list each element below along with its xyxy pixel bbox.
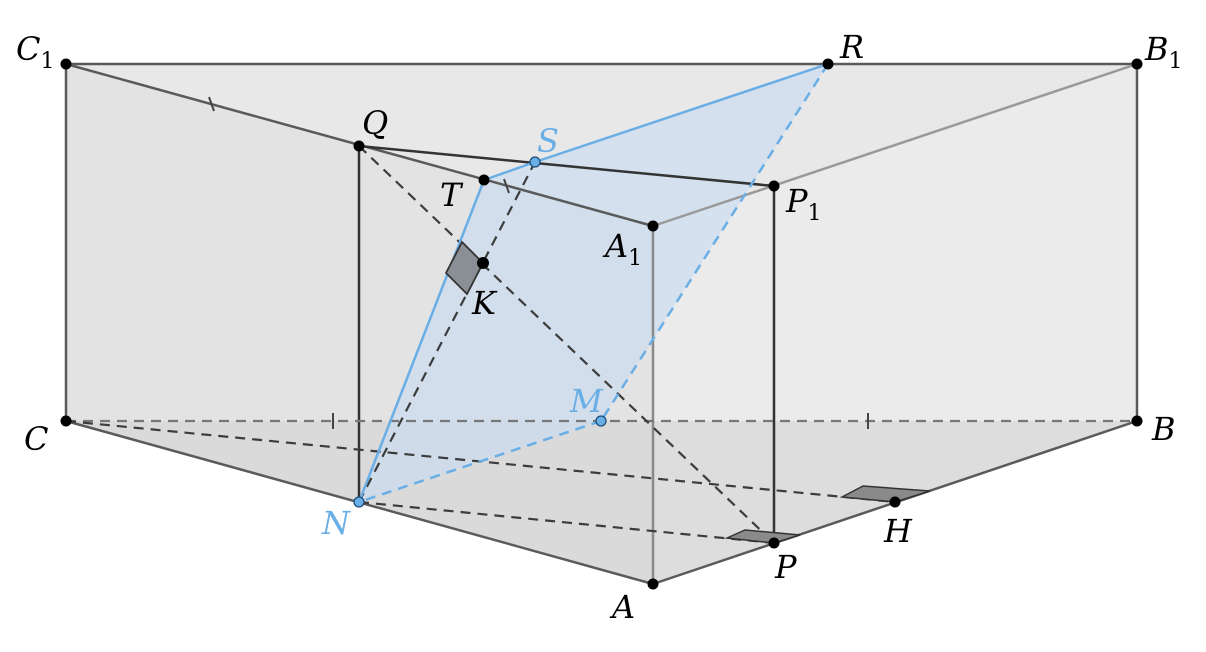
label-B: B <box>1151 410 1176 448</box>
label-P1: P1 <box>785 182 822 226</box>
right-angle-P <box>724 529 801 544</box>
label-Q: Q <box>362 104 388 142</box>
point-A <box>647 578 659 590</box>
point-T <box>478 174 490 186</box>
point-P <box>768 537 780 549</box>
point-B1 <box>1131 58 1143 70</box>
edge-A1-B1 <box>652 62 1138 228</box>
label-C1: C1 <box>16 30 54 74</box>
label-A1: A1 <box>602 227 642 271</box>
plane-edge-R-M <box>599 63 830 422</box>
tick-marks <box>208 96 869 429</box>
label-B1: B1 <box>1144 30 1183 74</box>
label-M: M <box>569 382 604 420</box>
construction-solid <box>357 144 776 543</box>
label-C: C <box>24 420 48 458</box>
plane-edge-S-R <box>534 62 829 164</box>
tick-T-A1 <box>503 178 510 194</box>
segment-N-P <box>358 500 775 545</box>
point-R <box>822 58 834 70</box>
label-K: K <box>471 284 498 322</box>
segment-Q-P <box>358 145 775 544</box>
point-B <box>1131 415 1143 427</box>
point-C <box>60 415 72 427</box>
segment-Q-P1 <box>358 144 775 188</box>
label-R: R <box>839 28 864 66</box>
point-A1 <box>647 220 659 232</box>
plane-edges <box>357 62 829 503</box>
label-A: A <box>609 588 635 626</box>
face-bottom <box>66 421 1137 584</box>
point-P1 <box>768 180 780 192</box>
label-N: N <box>321 504 351 542</box>
plane-edge-N-T <box>357 179 486 503</box>
point-C1 <box>60 58 72 70</box>
section-plane <box>359 64 828 502</box>
label-H: H <box>883 512 913 550</box>
plane-edge-M-N <box>358 419 602 504</box>
point-Q <box>353 140 365 152</box>
right-angle-H <box>839 485 931 503</box>
point-M <box>595 415 607 427</box>
label-P: P <box>774 548 797 586</box>
label-S: S <box>537 122 559 160</box>
plane-edge-T-S <box>483 160 536 182</box>
plane-hidden-edges <box>358 63 830 504</box>
point-K <box>477 257 489 269</box>
point-N <box>353 496 365 508</box>
label-T: T <box>440 176 464 214</box>
point-S <box>529 156 541 168</box>
points <box>60 58 1143 590</box>
tick-C1-Q <box>208 96 215 112</box>
labels: C1 R B1 Q S T P1 A1 K M C B N H P A <box>16 28 1183 626</box>
segment-N-S <box>358 161 536 503</box>
point-H <box>889 496 901 508</box>
